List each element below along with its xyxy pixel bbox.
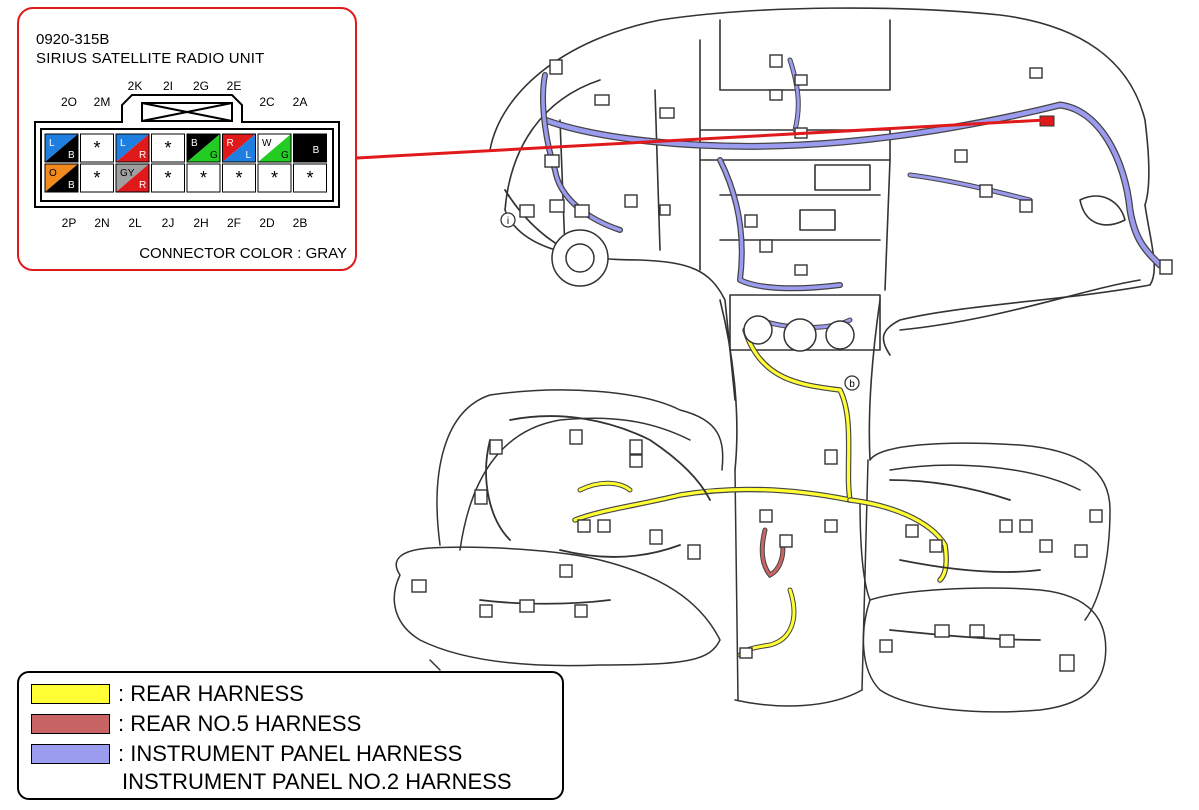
wire-color-code: W [262, 138, 272, 149]
svg-text:b: b [849, 379, 855, 390]
bolt-marker-center: b [844, 375, 860, 391]
legend-item-instrument-panel-no2: INSTRUMENT PANEL NO.2 HARNESS [122, 769, 512, 795]
harness-legend: : REAR HARNESS : REAR NO.5 HARNESS : INS… [17, 671, 564, 800]
top-pin-label: 2C [259, 95, 275, 109]
wire-color-code: B [68, 150, 75, 161]
legend-label-rear-no5: : REAR NO.5 HARNESS [118, 711, 362, 736]
legend-item-rear-no5: : REAR NO.5 HARNESS [31, 711, 361, 737]
swatch-rear-no5 [31, 714, 110, 734]
unused-pin-mark: * [164, 138, 171, 158]
connector-pin-cell: * [151, 133, 185, 163]
connector-pin-cell: OB [44, 163, 79, 193]
wire-color-code: G [210, 150, 218, 161]
wire-color-code: B [68, 180, 75, 191]
bottom-pin-label: 2F [226, 216, 241, 230]
legend-label-instrument-panel-no2: INSTRUMENT PANEL NO.2 HARNESS [122, 769, 512, 794]
unused-pin-mark: * [306, 168, 313, 188]
top-pin-label: 2I [162, 79, 173, 93]
bottom-pin-label: 2P [61, 216, 77, 230]
unused-pin-mark: * [200, 168, 207, 188]
connector-pin-cell: LR [115, 133, 150, 163]
legend-label-instrument-panel: : INSTRUMENT PANEL HARNESS [118, 741, 463, 766]
unused-pin-mark: * [93, 138, 100, 158]
bolt-marker-left: i [500, 212, 516, 228]
unused-pin-mark: * [235, 168, 242, 188]
connector-pin-cell: B [293, 133, 327, 163]
unused-pin-mark: * [93, 168, 100, 188]
connector-pin-cell: GY R [115, 163, 150, 193]
instrument-panel-harness [540, 57, 1164, 330]
top-pin-label: 2M [93, 95, 111, 109]
wire-color-code: B [313, 145, 320, 156]
callout-leader-line [356, 118, 1046, 160]
rear-no5-harness [759, 527, 786, 579]
seats-outline [393, 389, 1111, 713]
swatch-rear [31, 684, 110, 704]
connector-callout: 0920-315B SIRIUS SATELLITE RADIO UNIT 2O… [17, 7, 357, 271]
wire-color-code: L [120, 138, 126, 149]
connector-pin-cell: * [151, 163, 185, 193]
ground-wires [479, 189, 1041, 641]
unused-pin-mark: * [164, 168, 171, 188]
connector-code: 0920-315B [36, 31, 110, 48]
connector-pin-cell: * [80, 133, 114, 163]
connector-pin-cell: * [80, 163, 114, 193]
bottom-pin-label: 2D [259, 216, 275, 230]
connector-pin-cell: * [293, 163, 327, 193]
bottom-pin-label: 2N [94, 216, 110, 230]
legend-item-instrument-panel: : INSTRUMENT PANEL HARNESS [31, 741, 462, 767]
connector-pin-cell: LB [44, 133, 79, 163]
bottom-pin-label: 2H [193, 216, 209, 230]
connector-blocks [411, 54, 1173, 672]
steering-cluster [551, 229, 855, 352]
connector-pin-cell: * [186, 163, 221, 193]
wire-color-code: G [281, 150, 289, 161]
connector-name: SIRIUS SATELLITE RADIO UNIT [36, 50, 265, 67]
legend-label-rear: : REAR HARNESS [118, 681, 304, 706]
unused-pin-mark: * [271, 168, 278, 188]
top-pin-label: 2K [127, 79, 143, 93]
connector-pin-cell: * [257, 163, 292, 193]
wire-color-code: L [49, 138, 55, 149]
wire-color-code: R [139, 150, 146, 161]
wire-color-code: GY [120, 168, 135, 179]
connector-pin-cell: * [222, 163, 256, 193]
bottom-pin-label: 2J [161, 216, 175, 230]
top-pin-label: 2A [292, 95, 308, 109]
connector-color-label: CONNECTOR COLOR : GRAY [139, 245, 347, 262]
wire-color-code: R [139, 180, 146, 191]
wire-color-code: R [227, 138, 234, 149]
bottom-pin-label: 2L [128, 216, 142, 230]
top-pin-label: 2G [192, 79, 209, 93]
legend-item-rear: : REAR HARNESS [31, 681, 304, 707]
rear-harness [572, 327, 949, 658]
swatch-instrument-panel [31, 744, 110, 764]
connector-pin-cell: BG [186, 133, 221, 163]
wire-color-code: L [246, 150, 252, 161]
wire-color-code: O [49, 168, 57, 179]
connector-pin-cell: RL [222, 133, 256, 163]
top-pin-label: 2O [60, 95, 77, 109]
wire-color-code: B [191, 138, 198, 149]
svg-text:i: i [507, 216, 509, 227]
top-pin-label: 2E [226, 79, 242, 93]
bottom-pin-label: 2B [292, 216, 308, 230]
connector-pin-cell: WG [257, 133, 292, 163]
